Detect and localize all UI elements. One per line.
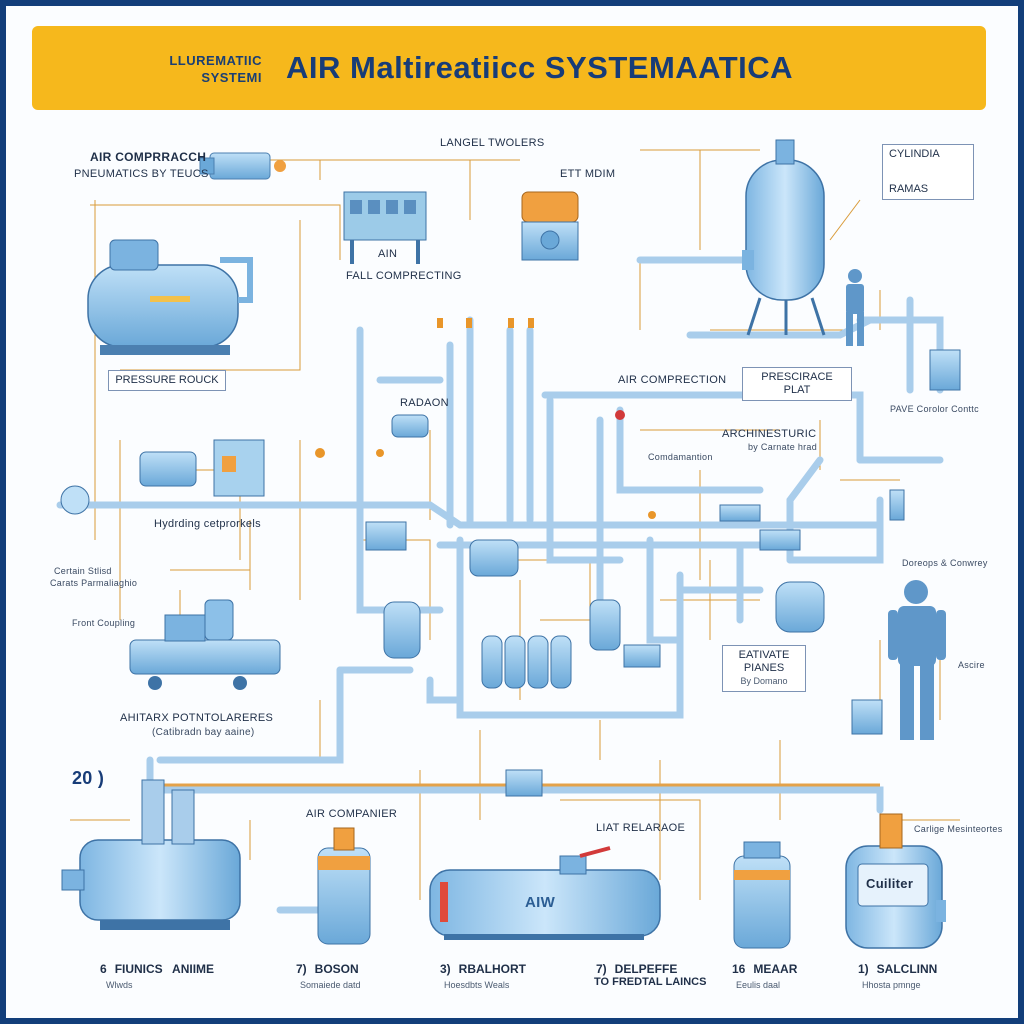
footer-item-2-sub: Somaiede datd bbox=[300, 980, 361, 990]
big-compressor-left bbox=[87, 239, 253, 355]
label-langel-tools: LANGEL TWOLERS bbox=[440, 137, 545, 149]
label-random: RADAON bbox=[400, 397, 449, 409]
footer-item-6-title: SALCLINN bbox=[876, 962, 938, 976]
footer-item-6: 1) SALCLINN bbox=[858, 962, 937, 976]
footer-item-3-num: 3) bbox=[440, 962, 451, 976]
footer-item-4-extra: TO FREDTAL LAINCS bbox=[594, 976, 707, 988]
banner-subtitle: LLUREMATIIC SYSTEMI bbox=[130, 52, 262, 86]
footer-item-1: 6 FIUNICS ANIIME bbox=[100, 962, 214, 976]
callout-evaluate-line1: EATIVATE bbox=[738, 649, 790, 661]
label-aspire: Ascire bbox=[958, 660, 985, 670]
label-air-compression: AIR COMPRECTION bbox=[618, 374, 727, 386]
callout-pressure-plat-title: PRESCIRACE PLAT bbox=[761, 371, 833, 396]
footer-item-2: 7) BOSON bbox=[296, 962, 359, 976]
label-air-container: AIR COMPANIER bbox=[306, 808, 398, 820]
banner-title: AIR Maltireatiicc SYSTEMAATICA bbox=[286, 50, 794, 85]
label-architecture: ARCHINESTURIC bbox=[722, 428, 817, 440]
small-compressor-top bbox=[199, 152, 286, 180]
callout-cylinder-title: CYLINDIA bbox=[889, 148, 940, 160]
pump-skid bbox=[129, 599, 281, 690]
footer-item-3: 3) RBALHORT bbox=[440, 962, 526, 976]
banner-subtitle-line1: LLUREMATIIC bbox=[169, 53, 262, 68]
control-panel bbox=[343, 191, 427, 264]
label-ett-mdim: ETT MDIM bbox=[560, 168, 616, 180]
filter-brand: Cuiliter bbox=[866, 876, 914, 891]
filter-canisters bbox=[481, 635, 572, 689]
label-auxiliary: AHITARX POTNTOLARERES bbox=[120, 712, 274, 724]
cuiliter-vessel bbox=[845, 813, 946, 949]
footer-item-3-sub: Hoesdbts Weals bbox=[444, 980, 510, 990]
footer-item-1-extra: ANIIME bbox=[172, 962, 215, 976]
right-small-units bbox=[851, 349, 961, 735]
operator-figure bbox=[888, 580, 946, 740]
footer-item-2-num: 7) bbox=[296, 962, 307, 976]
label-last-reload: LIAT RELARAOE bbox=[596, 822, 686, 834]
label-cert2: Carats Parmaliaghio bbox=[50, 578, 138, 588]
section-number: 20 ) bbox=[72, 768, 105, 788]
pipe-network bbox=[56, 256, 944, 914]
footer-item-4: 7) DELPEFFE bbox=[596, 962, 677, 976]
callout-evaluate-line3: By Domano bbox=[740, 676, 788, 686]
footer-item-5: 16 MEAAR bbox=[732, 962, 797, 976]
tank-brand: AIW bbox=[525, 894, 556, 911]
label-architecture-sub: by Carnate hrad bbox=[748, 442, 818, 452]
motor-mid-left bbox=[60, 439, 265, 515]
label-operator: Doreops & Conwrey bbox=[902, 558, 988, 568]
horizontal-tank bbox=[429, 846, 661, 940]
footer-item-3-title: RBALHORT bbox=[458, 962, 526, 976]
footer-item-4-num: 7) bbox=[596, 962, 607, 976]
label-cert: Certain Stlisd bbox=[54, 566, 112, 576]
footer-item-2-title: BOSON bbox=[314, 962, 359, 976]
callout-pressure-rock-title: PRESSURE ROUCK bbox=[115, 374, 219, 386]
footer-item-1-sub: Wlwds bbox=[106, 980, 133, 990]
worker-top bbox=[846, 269, 864, 346]
callout-evaluate: EATIVATE PIANES By Domano bbox=[722, 645, 806, 692]
label-pipe-small: PAVE Corolor Conttc bbox=[890, 404, 979, 414]
label-hydraulic: Hydrding cetprorkels bbox=[154, 518, 261, 530]
big-motor-bottom bbox=[61, 779, 241, 930]
label-front-coupling: Front Coupling bbox=[72, 618, 136, 628]
label-auxiliary-sub: (Catibradn bay aaine) bbox=[152, 727, 255, 738]
label-fall-compressing: FALL COMPRECTING bbox=[346, 270, 462, 282]
label-controller: Comdamantion bbox=[648, 452, 713, 462]
label-air-box: AIN bbox=[378, 248, 398, 260]
center-equipment bbox=[365, 414, 825, 797]
meaar-cylinder bbox=[733, 841, 791, 949]
callout-pressure-rock: PRESSURE ROUCK bbox=[108, 370, 226, 391]
footer-item-6-sub: Hhosta pmnge bbox=[862, 980, 921, 990]
footer-item-4-title: DELPEFFE bbox=[614, 962, 678, 976]
footer-item-6-num: 1) bbox=[858, 962, 869, 976]
callout-pressure-plat: PRESCIRACE PLAT bbox=[742, 367, 852, 401]
valve-markers bbox=[315, 318, 656, 625]
air-container bbox=[317, 827, 371, 945]
callout-cylinder: CYLINDIA RAMAS bbox=[882, 144, 974, 200]
orange-top-unit bbox=[521, 191, 579, 261]
tall-vessel bbox=[742, 139, 826, 336]
footer-item-5-title: MEAAR bbox=[753, 962, 798, 976]
callout-evaluate-line2: PIANES bbox=[743, 662, 785, 674]
label-air-compressor: AIR COMPRRACCH bbox=[90, 150, 207, 164]
label-cert3: Carlige Mesinteortes bbox=[914, 824, 1003, 834]
title-banner bbox=[32, 26, 986, 110]
footer-item-1-num: 6 bbox=[100, 962, 107, 976]
label-pneumatics: PNEUMATICS BY TEUCS bbox=[74, 168, 209, 180]
banner-subtitle-line2: SYSTEMI bbox=[201, 70, 262, 85]
callout-rams: RAMAS bbox=[889, 183, 929, 195]
footer-item-5-num: 16 bbox=[732, 962, 746, 976]
footer-item-1-title: FIUNICS bbox=[114, 962, 163, 976]
footer-item-5-sub: Eeulis daal bbox=[736, 980, 781, 990]
